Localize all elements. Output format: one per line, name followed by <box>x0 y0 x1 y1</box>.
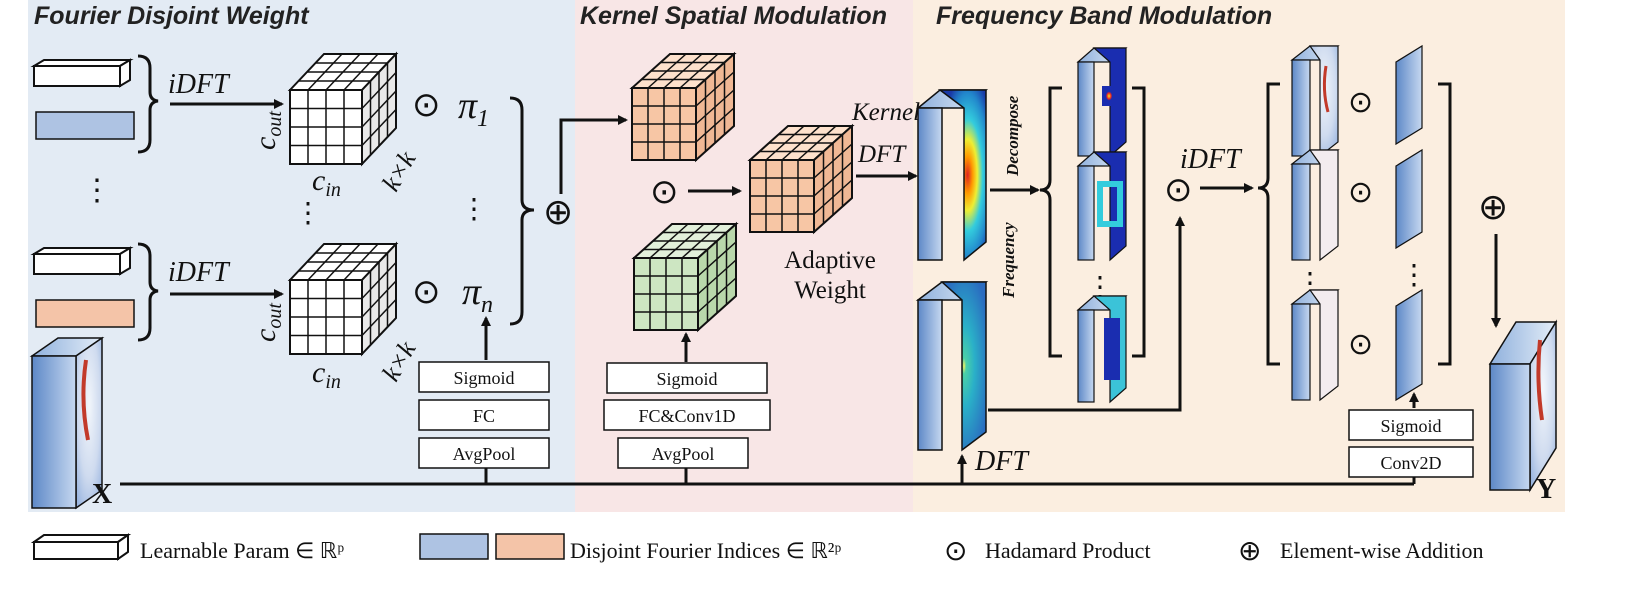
fdw-fc-label: FC <box>473 406 495 426</box>
adaptive-label: Adaptive <box>784 247 876 274</box>
input-spectrum-panel <box>915 281 989 452</box>
dft-label-input: DFT <box>974 446 1030 477</box>
legend-hadamard-label: Hadamard Product <box>985 538 1151 563</box>
legend-blue-swatch <box>419 533 489 560</box>
bracket-top <box>137 54 159 154</box>
weight-label: Weight <box>794 277 866 304</box>
vdots-pi: ⋮ <box>460 194 488 225</box>
hadamard-recon-3: ⊙ <box>1348 328 1373 361</box>
fdw-avgpool-label: AvgPool <box>453 444 516 464</box>
bracket-bands-right <box>1132 86 1146 358</box>
pi1-label: π1 <box>458 85 489 132</box>
x-label: X <box>92 479 112 510</box>
fdw-avgpool-box <box>418 437 550 469</box>
dft-label-kernel: DFT <box>857 141 907 168</box>
hadamard-bands: ⊙ <box>1164 172 1193 209</box>
band-weight-1 <box>1395 44 1423 146</box>
fdw-title: Fourier Disjoint Weight <box>34 2 310 30</box>
hadamard-recon-2: ⊙ <box>1348 176 1373 209</box>
decompose-label: Decompose <box>1003 95 1022 177</box>
fbm-conv2d-box <box>1348 446 1474 478</box>
frequency-label: Frequency <box>999 222 1018 299</box>
vdots-weights: ⋮ <box>1400 260 1428 291</box>
recon-panel-2 <box>1290 149 1340 262</box>
cout-label-bottom: cout <box>249 303 286 342</box>
weight-cube-top <box>287 51 399 167</box>
band-panel-low <box>1076 47 1128 158</box>
orange-kernel-cube <box>629 51 737 163</box>
legend-addition-icon: ⊕ <box>1238 536 1261 567</box>
legend-orange-swatch <box>495 533 565 560</box>
bracket-pi <box>509 96 535 326</box>
idft-label-top: iDFT <box>168 69 231 100</box>
green-attention-cube <box>631 221 739 333</box>
bracket-bands-left <box>1039 86 1062 358</box>
input-x-image <box>29 336 105 510</box>
hadamard-top: ⊙ <box>412 87 441 124</box>
bracket-idft-right <box>1438 82 1452 366</box>
band-panel-mid <box>1076 151 1128 262</box>
idft-label-bottom: iDFT <box>168 257 231 288</box>
adaptive-weight-cube <box>747 123 855 235</box>
vdots-left: ⋮ <box>82 174 112 207</box>
fdw-fc-box <box>418 399 550 431</box>
cin-label-top: cin <box>312 164 341 201</box>
kernel-label: Kernel <box>851 99 920 126</box>
cin-label-bottom: cin <box>312 356 341 393</box>
recon-panel-3 <box>1290 289 1340 402</box>
learnable-param-top <box>30 58 134 88</box>
kernel-spectrum-panel <box>915 89 989 262</box>
ksm-title: Kernel Spatial Modulation <box>580 2 887 30</box>
ksm-avgpool-box <box>617 437 749 469</box>
pin-label: πn <box>462 271 493 318</box>
output-y-image <box>1488 319 1558 493</box>
ksm-fc-conv1d-label: FC&Conv1D <box>638 406 735 426</box>
legend-disjoint-label: Disjoint Fourier Indices ∈ ℝ²ᵖ <box>570 538 841 563</box>
y-label: Y <box>1536 474 1556 505</box>
arrow-input-spectrum <box>988 216 1185 412</box>
fdw-sigmoid-box <box>418 361 550 393</box>
idft-label-fbm: iDFT <box>1180 144 1243 175</box>
legend-hadamard-icon: ⊙ <box>944 536 967 567</box>
hadamard-recon-1: ⊙ <box>1348 86 1373 119</box>
band-weight-3 <box>1395 288 1423 402</box>
ksm-fc-conv1d-box <box>603 399 771 431</box>
vdots-mid: ⋮ <box>294 198 322 229</box>
fbm-conv2d-label: Conv2D <box>1380 453 1441 473</box>
arrow-to-orange-cube <box>559 115 628 194</box>
band-panel-high <box>1076 295 1128 404</box>
weight-cube-bottom <box>287 241 399 357</box>
ksm-avgpool-label: AvgPool <box>652 444 715 464</box>
hadamard-ksm: ⊙ <box>650 174 679 211</box>
fourier-index-blue <box>35 111 135 140</box>
fbm-title: Frequency Band Modulation <box>936 2 1272 30</box>
ksm-sigmoid-label: Sigmoid <box>656 369 717 389</box>
fourier-index-orange <box>35 299 135 328</box>
legend-learnable-label: Learnable Param ∈ ℝᵖ <box>140 538 344 563</box>
plus-fbm: ⊕ <box>1478 187 1508 227</box>
bracket-idft-left <box>1257 82 1280 366</box>
cout-label-top: cout <box>249 111 286 150</box>
bracket-bottom <box>137 242 159 342</box>
plus-fdw: ⊕ <box>543 192 573 232</box>
learnable-param-bottom <box>30 246 134 276</box>
ksm-sigmoid-box <box>606 362 768 394</box>
hadamard-bottom: ⊙ <box>412 274 441 311</box>
legend-addition-label: Element-wise Addition <box>1280 538 1483 563</box>
fdw-sigmoid-label: Sigmoid <box>453 368 514 388</box>
fbm-sigmoid-box <box>1348 409 1474 441</box>
recon-panel-1 <box>1290 45 1340 158</box>
band-weight-2 <box>1395 148 1423 250</box>
fbm-sigmoid-label: Sigmoid <box>1380 416 1441 436</box>
legend-learnable-icon <box>30 533 132 561</box>
